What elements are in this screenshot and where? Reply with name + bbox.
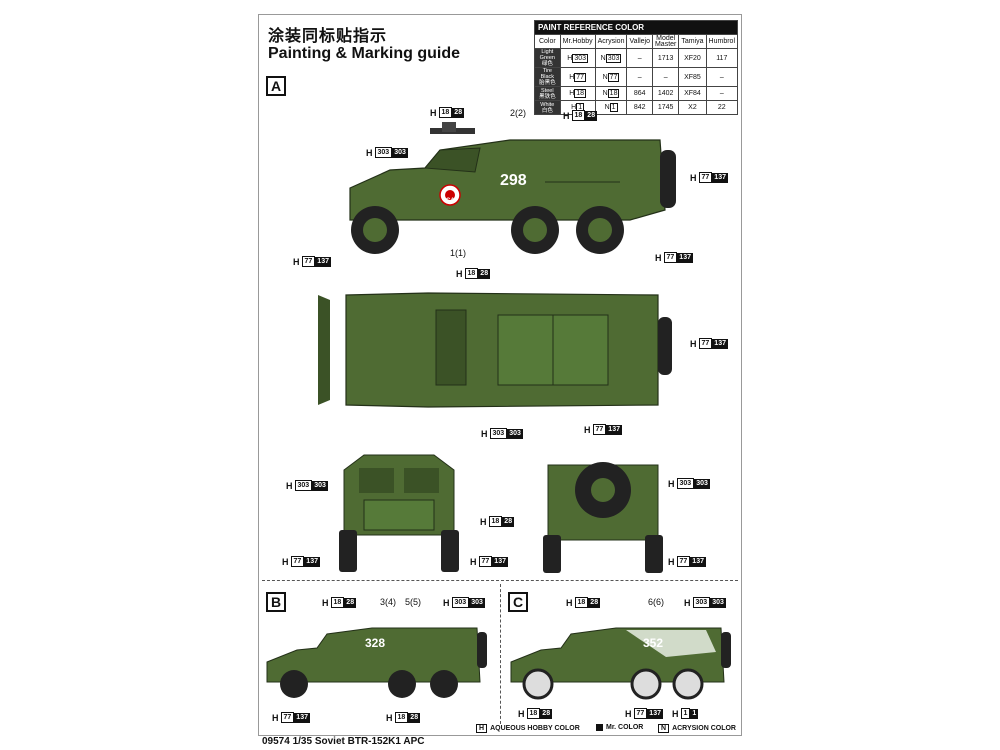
rear-view [543,462,663,573]
modelmaster-cell: – [651,67,680,87]
section-c-label: C [508,592,528,612]
callout-1: 1(1) [450,248,467,258]
marking-number-a: 298 [500,172,527,189]
title-english: Painting & Marking guide [268,45,461,62]
table-header-row: Color Mr.Hobby Acrysion Vallejo Model Ma… [534,34,739,49]
page-frame [258,14,742,736]
humbrol-cell: – [705,86,739,101]
humbrol-cell: – [705,67,739,87]
callout-3: 3(4) [380,597,397,607]
section-b-label: B [266,592,286,612]
col-mrhobby: Mr.Hobby [559,34,596,49]
side-view-c [510,627,731,700]
side-view-a [349,122,676,254]
callout-6: 6(6) [648,597,665,607]
side-view-b [266,627,487,698]
table-title: PAINT REFERENCE COLOR [534,20,738,35]
title-chinese: 涂装同标贴指示 [268,28,388,45]
col-vallejo: Vallejo [626,34,653,49]
paint-reference-table: PAINT REFERENCE COLOR Color Mr.Hobby Acr… [534,20,739,115]
vallejo-cell: – [626,67,653,87]
front-view [339,454,459,572]
top-view [318,292,672,408]
modelmaster-cell: 1713 [651,48,680,68]
col-acrysion: Acrysion [594,34,628,49]
marking-ca: CA [446,198,455,204]
marking-number-c: 352 [643,636,664,650]
section-divider [500,584,501,724]
modelmaster-cell: 1402 [651,86,680,101]
col-color: Color [534,34,561,49]
vallejo-cell: 864 [626,86,653,101]
tamiya-cell: XF85 [678,67,707,87]
humbrol-cell: 22 [705,100,739,115]
legend-mr-color: Mr. COLOR [596,724,643,731]
section-divider [262,580,738,581]
section-a-label: A [266,76,286,96]
callout-5: 5(5) [405,597,422,607]
modelmaster-cell: 1745 [651,100,680,115]
col-humbrol: Humbrol [705,34,739,49]
vallejo-cell: – [626,48,653,68]
tamiya-cell: XF84 [678,86,707,101]
col-modelmaster: Model Master [651,34,680,49]
page-footer: 09574 1/35 Soviet BTR-152K1 APC [262,736,425,747]
humbrol-cell: 117 [705,48,739,68]
callout-2: 2(2) [510,108,527,118]
col-tamiya: Tamiya [678,34,707,49]
marking-number-b: 328 [365,636,386,650]
tamiya-cell: XF20 [678,48,707,68]
